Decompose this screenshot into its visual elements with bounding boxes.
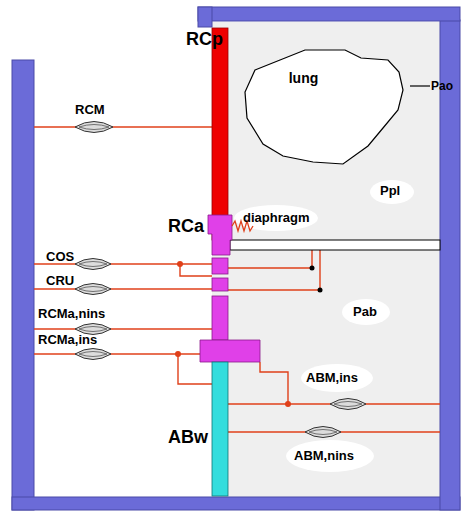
part-label: Pao bbox=[431, 80, 453, 93]
spindle-fibre bbox=[79, 327, 107, 332]
rca-segments bbox=[200, 215, 260, 362]
spindle-fibre bbox=[79, 262, 107, 267]
label-grounds bbox=[234, 180, 414, 472]
part-label: RCa bbox=[168, 217, 204, 237]
spindle-fibre bbox=[79, 352, 107, 357]
rcp-bar bbox=[212, 28, 228, 240]
part-label: RCMa,ins bbox=[38, 333, 97, 347]
spindle-fibre bbox=[334, 402, 362, 407]
lung-outline bbox=[243, 48, 411, 166]
part-label: diaphragm bbox=[243, 211, 309, 225]
part-label: ABw bbox=[168, 428, 208, 448]
chamber-interior bbox=[212, 22, 440, 497]
muscle-spindle bbox=[75, 259, 111, 270]
part-label: CRU bbox=[46, 274, 74, 288]
part-label: Pab bbox=[353, 305, 377, 319]
part-label: RCp bbox=[186, 30, 223, 50]
spindle-fibre bbox=[309, 430, 337, 435]
muscle-spindle bbox=[75, 349, 111, 360]
part-label: Ppl bbox=[380, 184, 400, 198]
wires bbox=[34, 127, 440, 432]
muscle-spindle bbox=[330, 399, 366, 410]
part-label: RCMa,nins bbox=[38, 307, 105, 321]
frame-walls bbox=[12, 7, 460, 510]
spindle-fibre bbox=[79, 287, 107, 292]
part-label: ABM,nins bbox=[294, 449, 354, 463]
muscle-spindle bbox=[75, 284, 111, 295]
muscle-spindle bbox=[305, 427, 341, 438]
muscle-spindle bbox=[75, 122, 113, 133]
muscle-elements bbox=[75, 122, 366, 438]
part-label: COS bbox=[46, 250, 74, 264]
abw-bar bbox=[212, 362, 228, 496]
lung-shape: lung bbox=[243, 48, 411, 166]
part-label: RCM bbox=[75, 103, 105, 117]
node-text: lung bbox=[289, 70, 319, 86]
airway-line bbox=[410, 85, 430, 86]
diaphragm-plate bbox=[230, 240, 440, 250]
junction-dots bbox=[175, 261, 291, 407]
pivot-dots bbox=[310, 266, 323, 293]
spindle-fibre bbox=[79, 125, 109, 130]
part-label: ABM,ins bbox=[306, 371, 358, 385]
